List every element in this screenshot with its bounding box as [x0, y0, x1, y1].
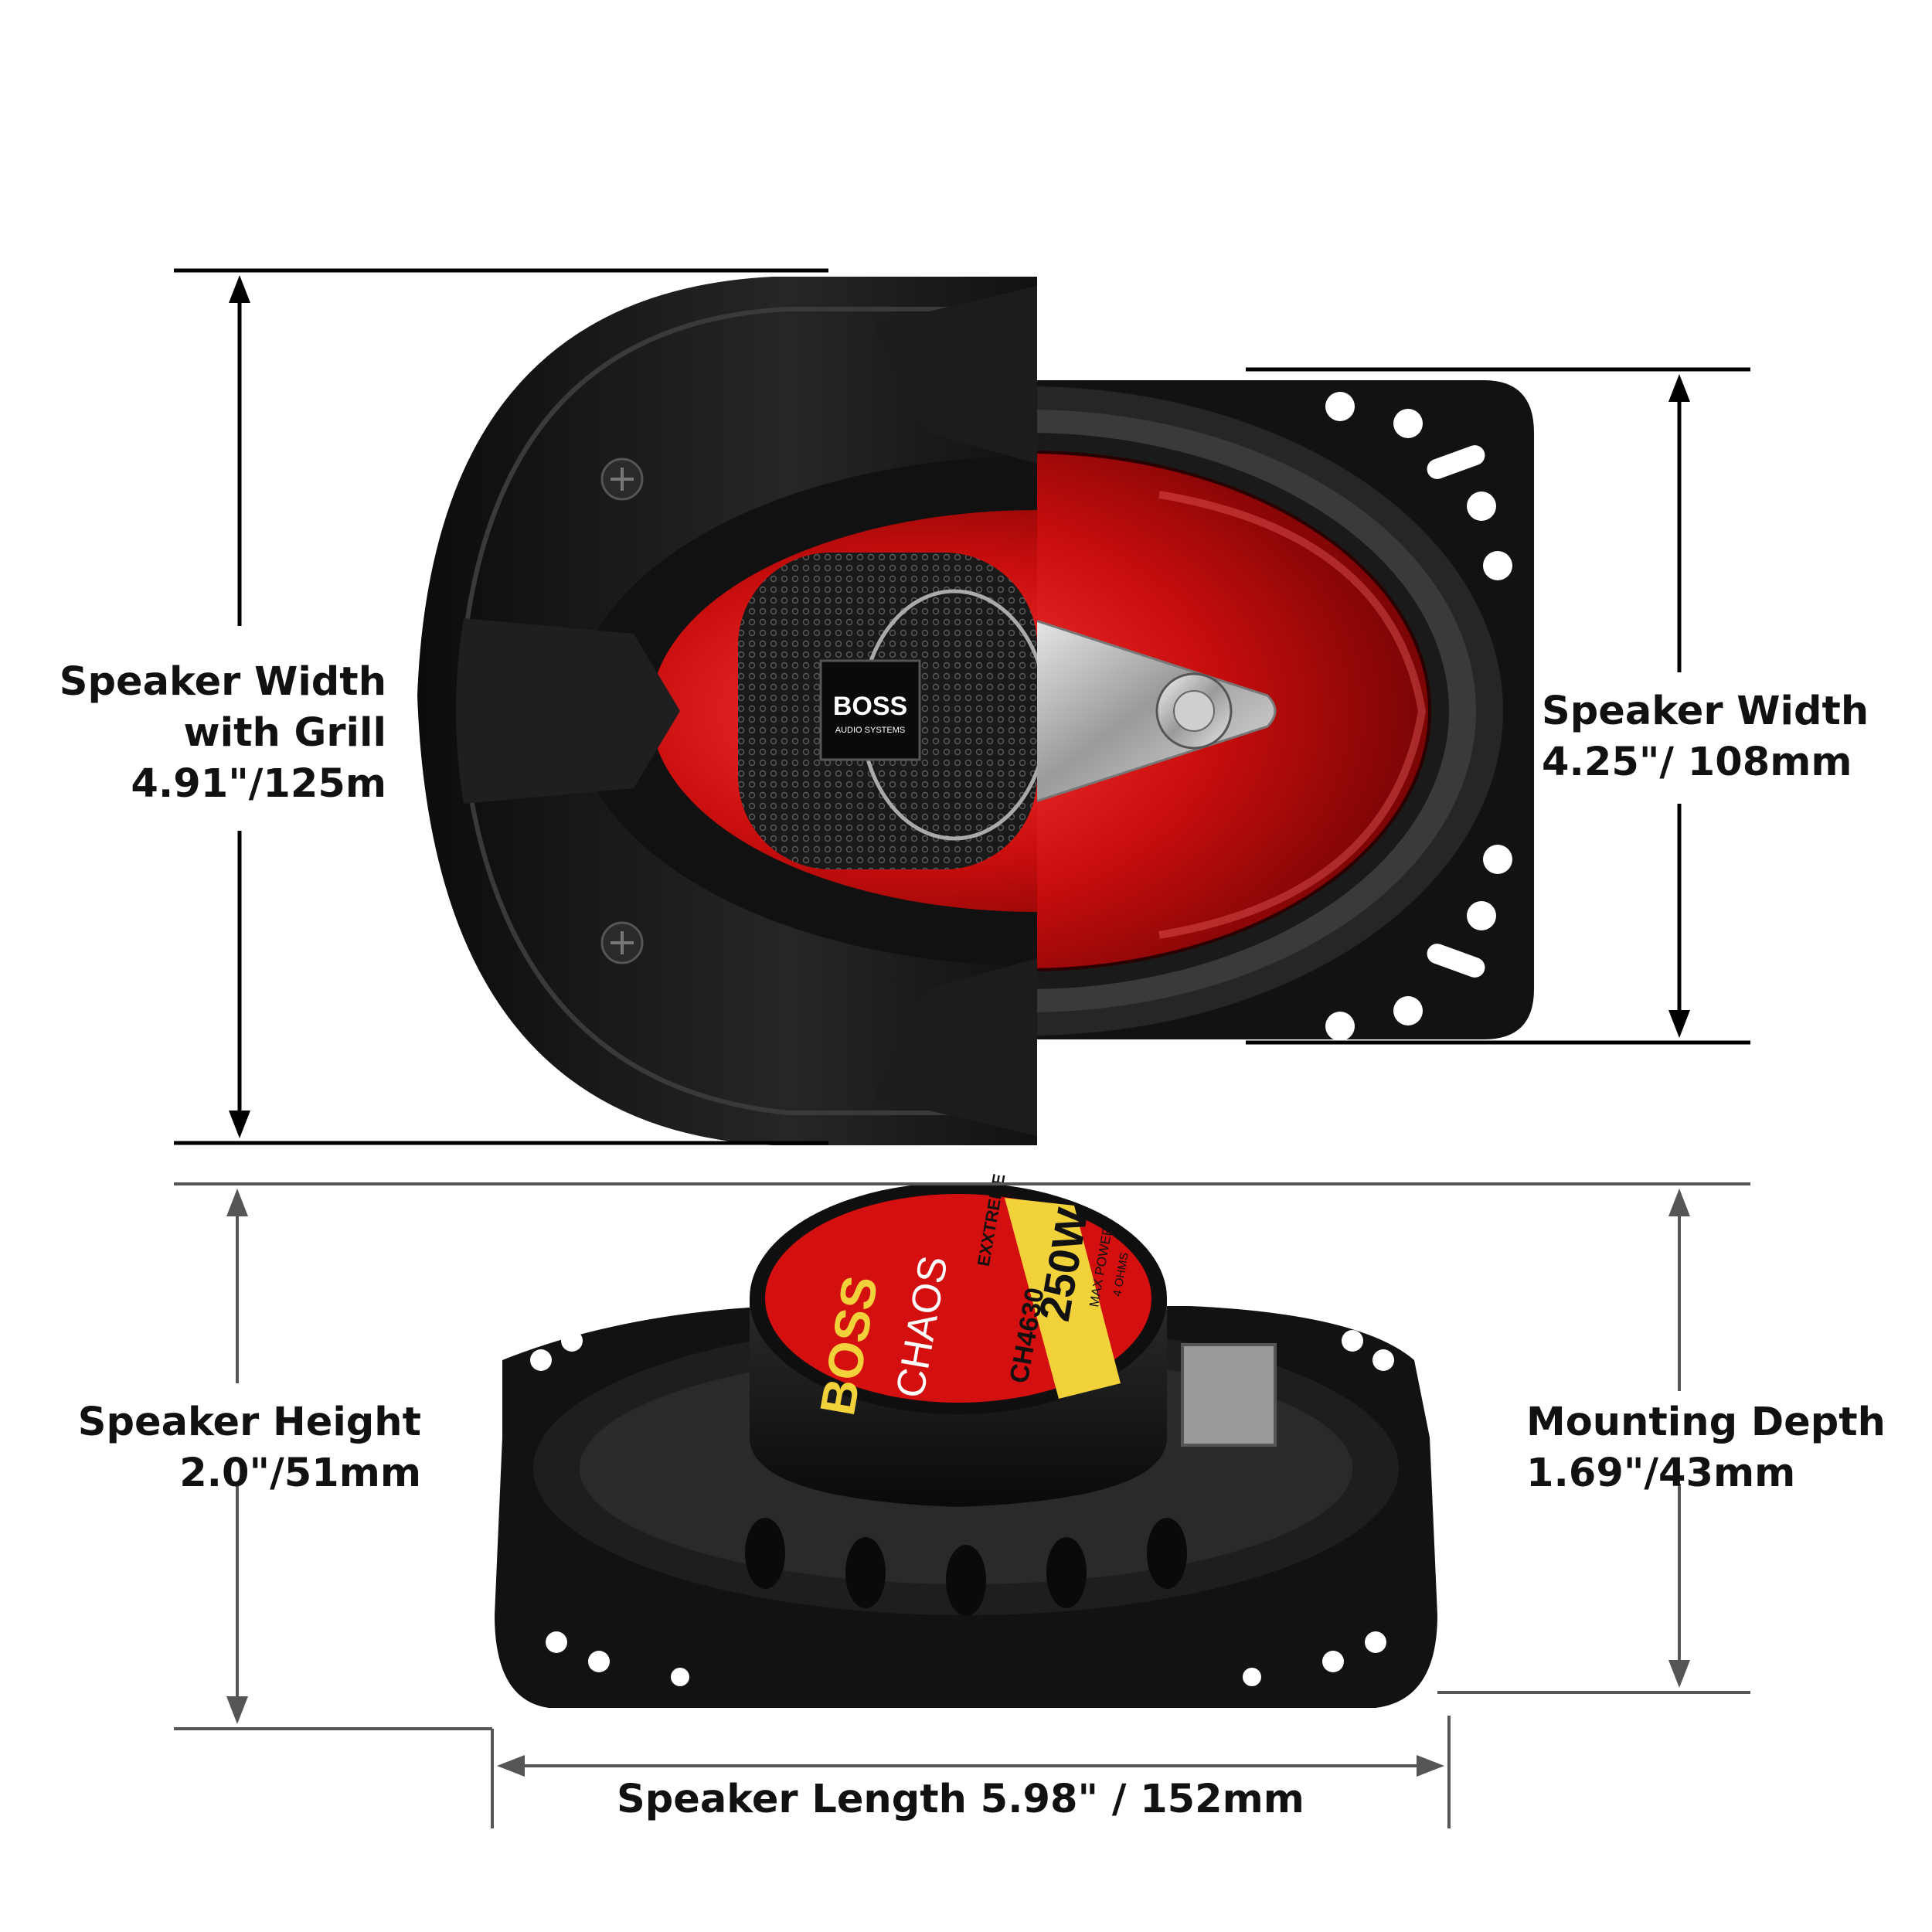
speaker-height-label: Speaker Height 2.0"/51mm	[78, 1397, 421, 1499]
mounting-depth-label: Mounting Depth 1.69"/43mm	[1526, 1397, 1886, 1499]
mounting-depth-value: 1.69"/43mm	[1526, 1451, 1796, 1496]
terminal	[1181, 1343, 1277, 1447]
speaker-height-line1: Speaker Height	[77, 1400, 421, 1445]
speaker-length-text: Speaker Length 5.98" / 152mm	[617, 1777, 1304, 1822]
grill-width-line2: with Grill	[183, 710, 387, 756]
grill-width-label: Speaker Width with Grill 4.91"/125m	[60, 657, 386, 810]
logo-sub: AUDIO SYSTEMS	[835, 726, 905, 735]
speaker-length-label: Speaker Length 5.98" / 152mm	[0, 1774, 1932, 1825]
speaker-side-view: BOSS CHAOS CH4630 250W MAX POWER 4 OHMS …	[495, 1172, 1437, 1708]
mounting-holes	[1325, 392, 1512, 1041]
vent-holes	[745, 1518, 1187, 1616]
tweeter-bridge	[1003, 608, 1277, 814]
arrowheads	[226, 275, 1690, 1777]
mounting-depth-line1: Mounting Depth	[1526, 1400, 1886, 1445]
speaker-height-value: 2.0"/51mm	[179, 1451, 421, 1496]
dimension-lines	[174, 268, 1750, 1828]
frame-mounting-holes	[530, 1330, 1394, 1686]
speaker-width-label: Speaker Width 4.25"/ 108mm	[1542, 686, 1869, 788]
logo-word: BOSS	[833, 692, 907, 721]
logo-plate	[819, 659, 921, 761]
speaker-width-value: 4.25"/ 108mm	[1542, 740, 1852, 785]
grill-width-value: 4.91"/125m	[131, 761, 386, 807]
grill-width-line1: Speaker Width	[59, 659, 386, 705]
speaker-width-line1: Speaker Width	[1542, 689, 1869, 734]
speaker-grill-view: BOSS AUDIO SYSTEMS	[417, 277, 1037, 1145]
screw-icons	[600, 457, 644, 964]
